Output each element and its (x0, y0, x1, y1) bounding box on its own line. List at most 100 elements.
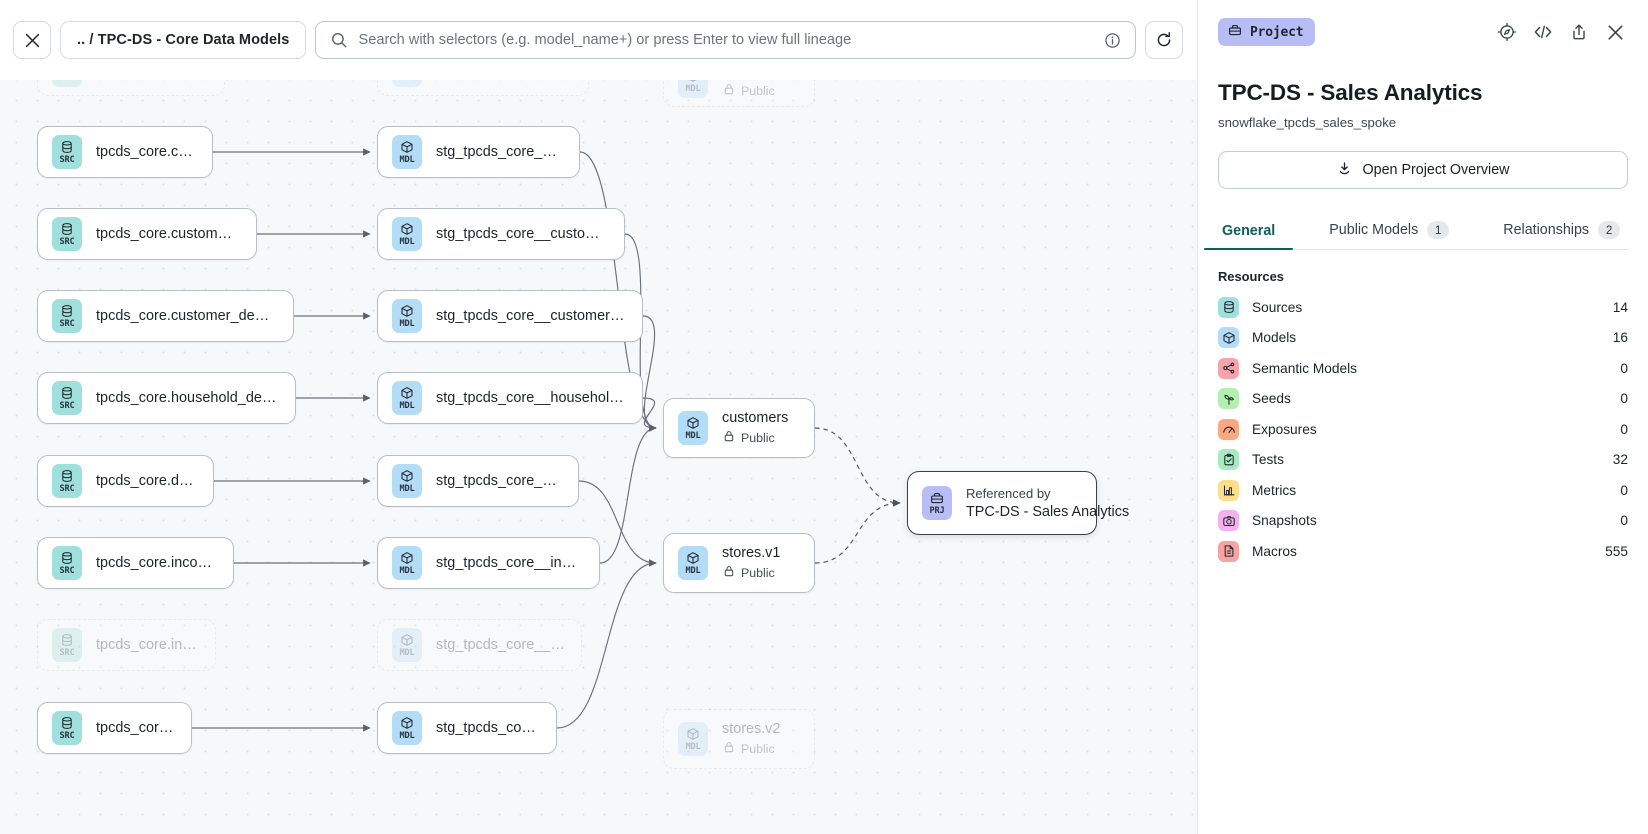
share-button[interactable] (1566, 19, 1592, 45)
briefcase-icon (930, 491, 944, 505)
tab-general[interactable]: General (1203, 223, 1294, 250)
project-briefcase-icon (1228, 23, 1242, 42)
database-icon (60, 222, 74, 236)
lock-icon (722, 82, 736, 99)
refresh-lineage-button[interactable] (1145, 21, 1183, 59)
node-label: tpcds_core.store (96, 720, 175, 736)
node-title: customers (722, 410, 789, 426)
camera-icon (1218, 510, 1239, 532)
lineage-public-node[interactable]: MDL customers Public (663, 398, 815, 458)
overview-icon (1337, 161, 1352, 180)
lineage-toolbar: .. / TPC-DS - Core Data Models (0, 0, 1197, 80)
lineage-node[interactable]: MDL stg_tpcds_core__income_band (377, 537, 600, 589)
breadcrumb[interactable]: .. / TPC-DS - Core Data Models (60, 21, 307, 59)
node-access-label: Public (741, 83, 775, 98)
node-title: stores.v1 (722, 545, 781, 561)
database-icon (60, 633, 74, 647)
lineage-node[interactable]: SRC tpcds_core.household_demographics (37, 372, 296, 424)
database-icon (60, 551, 74, 565)
share-icon (1573, 24, 1585, 40)
node-type-badge-mdl: MDL (678, 546, 708, 580)
node-title: stores.v2 (722, 721, 781, 737)
lineage-node[interactable]: MDL stg_tpcds_core__store (377, 702, 557, 754)
close-icon (25, 33, 39, 47)
lineage-canvas[interactable]: SRC tpcds_core.call_center SRC tpcds_cor… (0, 0, 1198, 834)
node-type-badge-src: SRC (52, 217, 82, 251)
search-box[interactable] (315, 21, 1136, 59)
node-label: stg_tpcds_core__customer_demogra… (436, 308, 626, 324)
node-label: stg_tpcds_core__store (436, 720, 540, 736)
lineage-node[interactable]: MDL stg_tpcds_core__customer_demogra… (377, 290, 643, 342)
cube-icon (400, 140, 414, 154)
sprout-icon (1218, 388, 1239, 410)
lineage-node[interactable]: SRC tpcds_core.customer_address (37, 208, 257, 260)
search-icon (331, 32, 347, 48)
lock-icon (722, 740, 736, 757)
cube-icon (400, 633, 414, 647)
database-icon (60, 386, 74, 400)
node-label: tpcds_core.customer (96, 144, 196, 160)
database-icon (1218, 296, 1239, 318)
cube-icon (686, 551, 700, 565)
project-subtitle: snowflake_tpcds_sales_spoke (1218, 115, 1397, 130)
lineage-node[interactable]: SRC tpcds_core.customer (37, 126, 213, 178)
lineage-node[interactable]: SRC tpcds_core.income_band (37, 537, 234, 589)
lineage-node[interactable]: MDL stg_tpcds_core__household_demogr… (377, 372, 643, 424)
lock-icon (722, 429, 736, 446)
lineage-public-node[interactable]: MDL stores.v1 Public (663, 533, 815, 593)
explore-compass-button[interactable] (1494, 19, 1520, 45)
node-access: Public (722, 564, 780, 581)
resource-count: 0 (1620, 482, 1628, 498)
resource-count: 16 (1612, 330, 1628, 346)
lineage-project-node[interactable]: PRJ Referenced by TPC-DS - Sales Analyti… (907, 471, 1129, 535)
open-project-overview-button[interactable]: Open Project Overview (1218, 151, 1628, 189)
node-type-badge-src: SRC (52, 135, 82, 169)
node-type-badge-src: SRC (52, 546, 82, 580)
open-project-overview-label: Open Project Overview (1362, 162, 1510, 178)
lineage-node[interactable]: SRC tpcds_core.date_dim (37, 455, 214, 507)
cube-icon (400, 551, 414, 565)
node-label: stg_tpcds_core__date_dim (436, 473, 562, 489)
node-type-badge-mdl: MDL (392, 381, 422, 415)
file-icon (1218, 540, 1239, 562)
tab-label: General (1222, 223, 1276, 239)
database-icon (60, 140, 74, 154)
lineage-node[interactable]: MDL stg_tpcds_core__customer (377, 126, 580, 178)
panel-header: Project (1218, 0, 1628, 60)
search-info-icon[interactable] (1104, 32, 1121, 49)
close-lineage-button[interactable] (13, 21, 51, 59)
cube-icon (400, 222, 414, 236)
node-access-label: Public (741, 741, 775, 756)
close-icon (1607, 24, 1623, 40)
resource-label: Macros (1252, 543, 1297, 559)
resource-label: Seeds (1252, 391, 1291, 407)
tab-count-badge: 2 (1598, 221, 1621, 239)
view-code-button[interactable] (1530, 19, 1556, 45)
lineage-node[interactable]: MDL stg_tpcds_core__date_dim (377, 455, 579, 507)
project-chip[interactable]: Project (1218, 18, 1316, 46)
cube-icon (400, 469, 414, 483)
close-panel-button[interactable] (1602, 19, 1628, 45)
lineage-node: SRC tpcds_core.inventory (37, 619, 216, 671)
node-label: stg_tpcds_core__household_demogr… (436, 390, 626, 406)
lineage-public-node: MDL stores.v2 Public (663, 709, 815, 769)
lineage-node[interactable]: SRC tpcds_core.store (37, 702, 192, 754)
database-icon (60, 469, 74, 483)
cube-icon (400, 304, 414, 318)
lineage-node[interactable]: SRC tpcds_core.customer_demographics (37, 290, 294, 342)
lineage-node[interactable]: MDL stg_tpcds_core__customer_address (377, 208, 625, 260)
barchart-icon (1218, 479, 1239, 501)
search-input[interactable] (358, 32, 1093, 48)
